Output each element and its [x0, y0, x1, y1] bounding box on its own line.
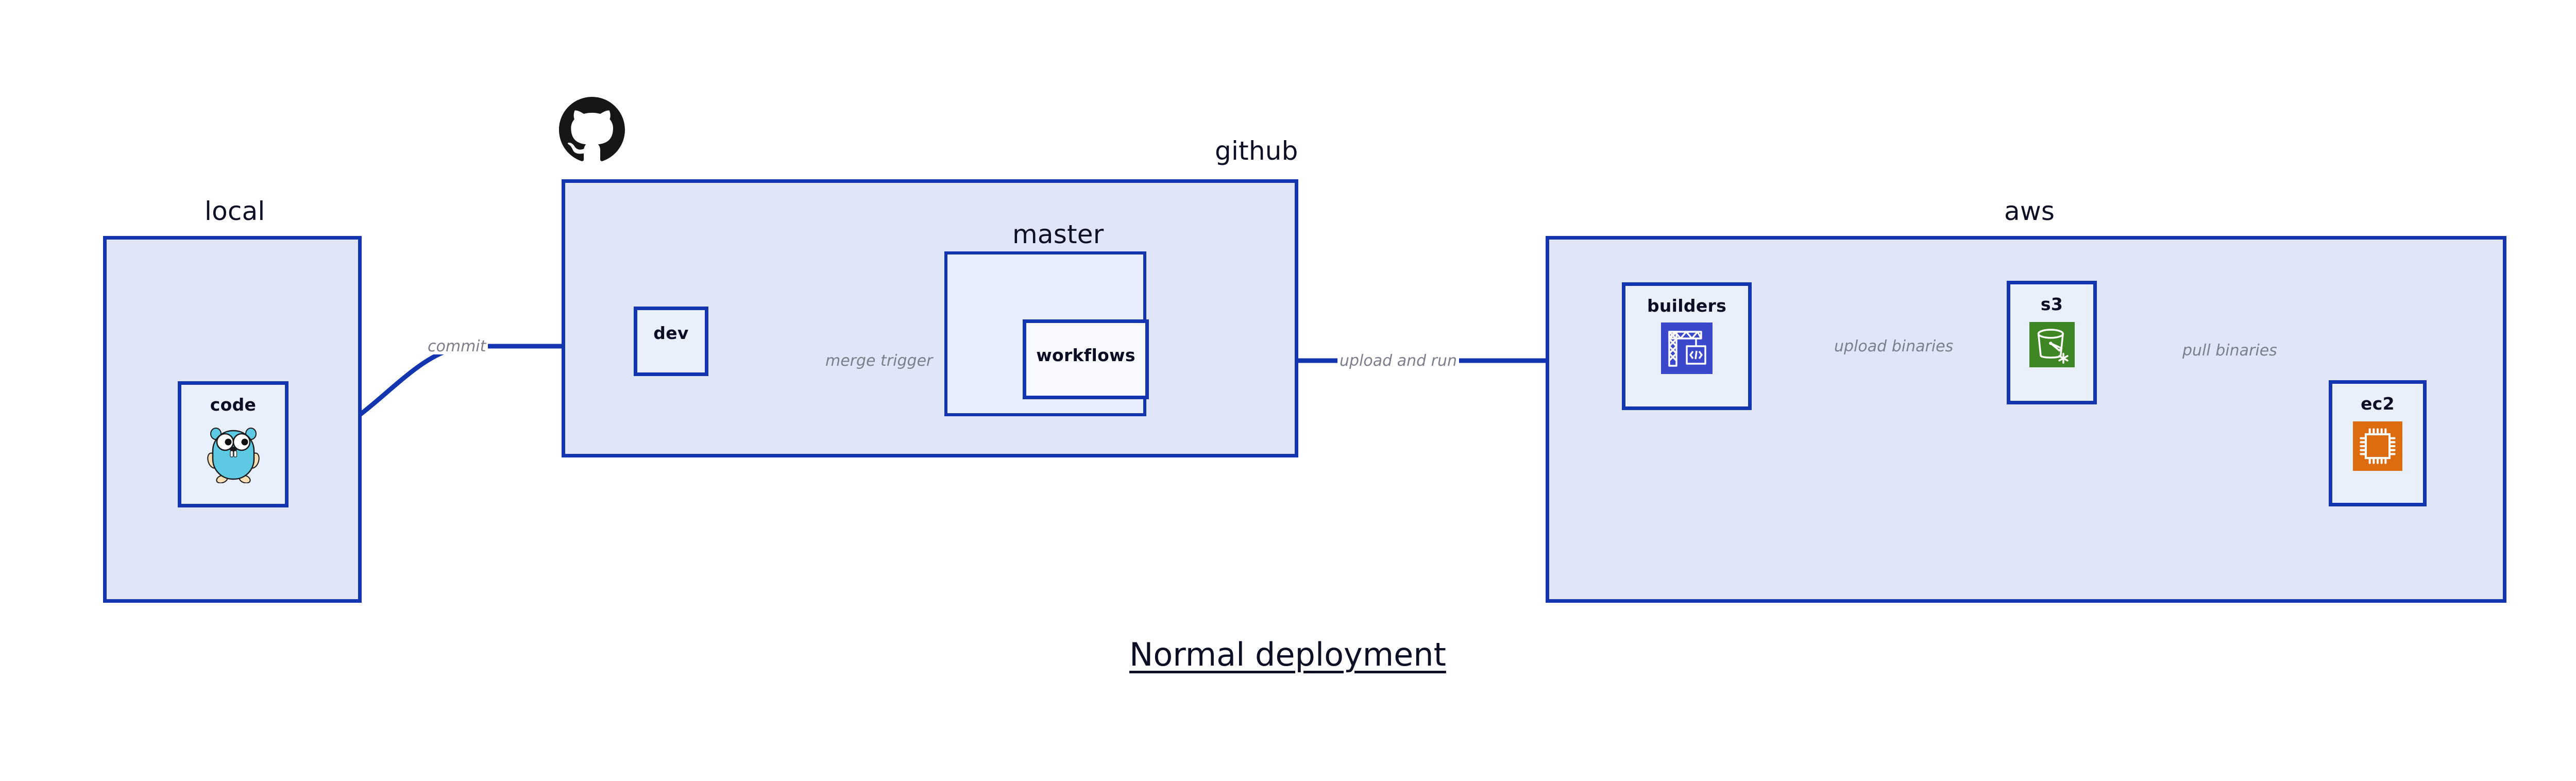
aws-ec2-chip-icon: [2353, 421, 2402, 471]
node-label-dev: dev: [653, 323, 689, 343]
node-workflows[interactable]: workflows: [1023, 319, 1149, 399]
aws-codebuild-icon: [1661, 322, 1713, 374]
container-label-master: master: [1012, 219, 1104, 249]
node-dev[interactable]: dev: [634, 307, 708, 376]
container-label-github: github: [1215, 136, 1298, 166]
diagram-title: Normal deployment: [1129, 636, 1446, 673]
aws-s3-bucket-icon: [2029, 322, 2075, 367]
edge-label-upload-binaries: upload binaries: [1832, 339, 1956, 354]
container-label-aws: aws: [2004, 196, 2055, 226]
edge-label-pull-binaries: pull binaries: [2180, 343, 2279, 359]
github-octocat-icon: [559, 97, 625, 165]
node-label-ec2: ec2: [2361, 394, 2395, 414]
container-label-local: local: [205, 196, 265, 226]
golang-gopher-icon: [206, 422, 261, 483]
node-code[interactable]: code: [178, 381, 289, 507]
edge-label-merge-trigger: merge trigger: [823, 353, 935, 369]
node-label-code: code: [210, 395, 257, 415]
node-s3[interactable]: s3: [2007, 281, 2097, 404]
node-builders[interactable]: builders: [1622, 282, 1752, 410]
node-ec2[interactable]: ec2: [2329, 380, 2427, 506]
node-label-workflows: workflows: [1036, 345, 1136, 365]
node-label-builders: builders: [1647, 296, 1727, 316]
edge-label-commit: commit: [426, 339, 488, 354]
edge-label-upload-and-run: upload and run: [1337, 353, 1460, 369]
node-label-s3: s3: [2040, 294, 2063, 314]
